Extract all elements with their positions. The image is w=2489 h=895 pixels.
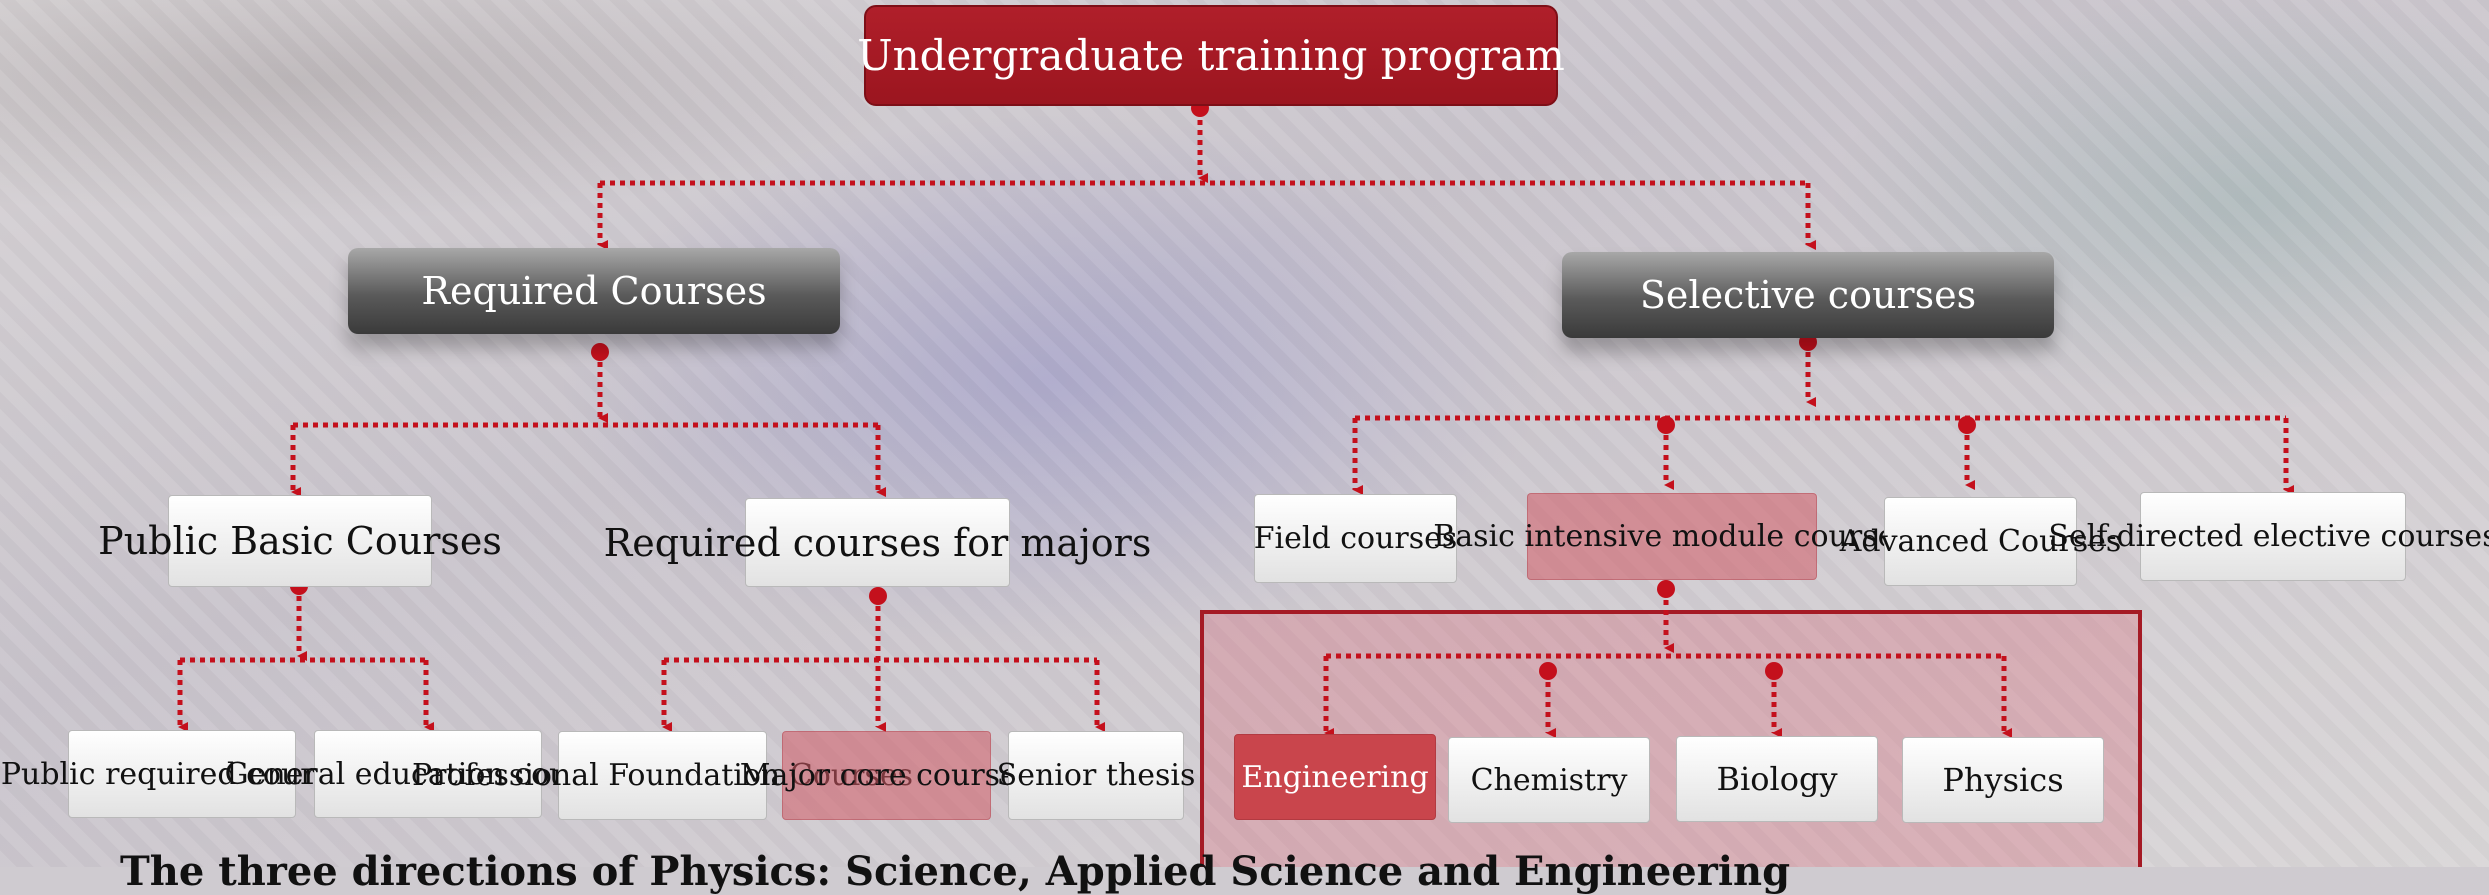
public-required-courses-node[interactable]: Public required courses [1, 730, 363, 818]
biology-node[interactable]: Biology [1676, 736, 1878, 822]
background-photo [0, 0, 2489, 867]
public-basic-courses-node[interactable]: Public Basic Courses [98, 495, 502, 587]
basic-intensive-module-label: Basic intensive module courses [1433, 519, 1911, 554]
public-required-courses-label: Public required courses [0, 756, 364, 792]
public-basic-courses-label: Public Basic Courses [98, 519, 502, 563]
senior-thesis-node[interactable]: Senior thesis [997, 731, 1195, 820]
field-courses-label: Field courses [1253, 521, 1458, 556]
required-courses-label: Required Courses [421, 269, 767, 313]
required-courses-node[interactable]: Required Courses [348, 248, 840, 334]
chemistry-label: Chemistry [1470, 762, 1628, 798]
engineering-label: Engineering [1241, 759, 1429, 795]
majors-required-node[interactable]: Required courses for majors [604, 498, 1151, 587]
biology-label: Biology [1716, 760, 1838, 798]
advanced-courses-label: Advanced Courses [1839, 524, 2122, 559]
chemistry-node[interactable]: Chemistry [1448, 737, 1650, 823]
connector-lines [177, 99, 2294, 738]
root-node[interactable]: Undergraduate training program [857, 5, 1565, 106]
caption-text: The three directions of Physics: Science… [120, 848, 1791, 895]
physics-node[interactable]: Physics [1902, 737, 2104, 823]
field-courses-node[interactable]: Field courses [1254, 494, 1457, 583]
self-directed-elective-label: Self-directed elective courses [2048, 519, 2489, 554]
selective-courses-node[interactable]: Selective courses [1562, 252, 2054, 338]
major-core-courses-label: Major core courses [739, 758, 1034, 793]
senior-thesis-label: Senior thesis [996, 758, 1196, 793]
root-label: Undergraduate training program [857, 31, 1565, 80]
physics-label: Physics [1942, 761, 2064, 799]
advanced-courses-node[interactable]: Advanced Courses [1840, 497, 2121, 586]
selective-courses-label: Selective courses [1639, 273, 1977, 317]
basic-intensive-module-node[interactable]: Basic intensive module courses [1433, 493, 1911, 580]
professional-foundation-node[interactable]: Professional Foundation Courses [412, 731, 913, 820]
major-core-courses-node[interactable]: Major core courses [740, 731, 1033, 820]
self-directed-elective-node[interactable]: Self-directed elective courses [2048, 492, 2489, 581]
engineering-node[interactable]: Engineering [1234, 734, 1436, 820]
majors-required-label: Required courses for majors [603, 520, 1152, 565]
